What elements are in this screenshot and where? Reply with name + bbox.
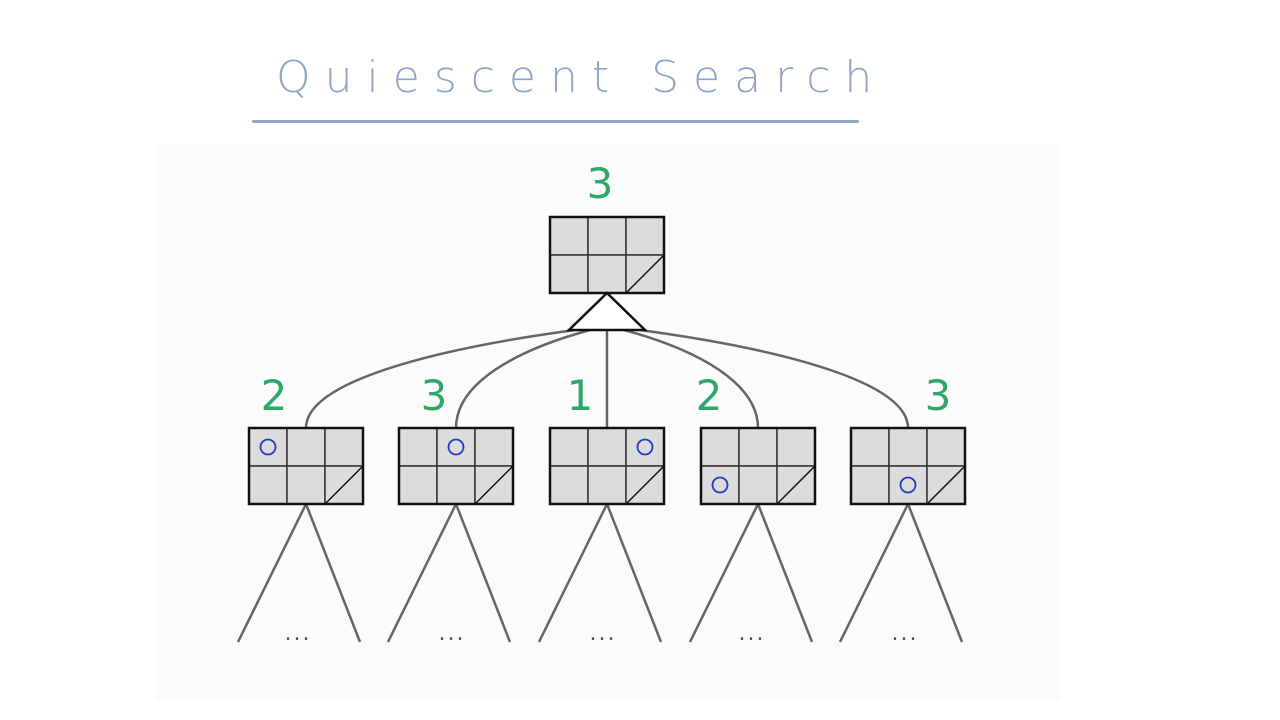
child-board (397, 426, 515, 506)
board-cell (587, 465, 627, 505)
board-cell (286, 427, 326, 467)
subtree-ellipsis: ... (285, 621, 312, 646)
board-frame (548, 426, 666, 506)
child-score: 2 (261, 371, 288, 420)
board-cell (888, 427, 928, 467)
board-cell (436, 427, 476, 467)
board-cell (248, 465, 288, 505)
board-cell (888, 465, 928, 505)
board-cell (398, 427, 438, 467)
board-cell (549, 427, 589, 467)
child-board (548, 426, 666, 506)
slide-title: Quiescent Search (276, 52, 887, 103)
child-score: 3 (925, 371, 952, 420)
child-board (849, 426, 967, 506)
board-cell (474, 427, 514, 467)
board-cell (398, 465, 438, 505)
child-score: 2 (696, 371, 723, 420)
subtree-edge-left (688, 503, 760, 643)
board-frame (699, 426, 817, 506)
subtree-edge-left (537, 503, 609, 643)
board-frame (247, 426, 365, 506)
board-cell (324, 427, 364, 467)
subtree-edge-left (838, 503, 910, 643)
blocked-cell-slash (474, 465, 514, 505)
board-cell (587, 216, 627, 256)
move-marker (259, 438, 277, 456)
tree-edge (304, 328, 576, 429)
tree-edge (639, 328, 910, 429)
max-node-triangle (565, 291, 649, 332)
board-cell (549, 465, 589, 505)
move-marker (711, 476, 729, 494)
board-cell (850, 427, 890, 467)
board-cell (286, 465, 326, 505)
board-cell (700, 427, 740, 467)
tree-edge (454, 328, 591, 429)
subtree-ellipsis: ... (739, 621, 766, 646)
board-cell (850, 465, 890, 505)
blocked-cell-slash (776, 465, 816, 505)
board-cell (436, 465, 476, 505)
board-cell (549, 254, 589, 294)
board-frame (849, 426, 967, 506)
root-board (548, 215, 666, 295)
blocked-cell-slash (625, 465, 665, 505)
blocked-cell-slash (625, 254, 665, 294)
child-board (247, 426, 365, 506)
blocked-cell-slash (324, 465, 364, 505)
subtree-ellipsis: ... (439, 621, 466, 646)
subtree-edge-right (605, 503, 663, 643)
board-cell (738, 465, 778, 505)
board-cell (700, 465, 740, 505)
board-cell (926, 427, 966, 467)
blocked-cell-slash (926, 465, 966, 505)
board-cell (587, 254, 627, 294)
board-frame (397, 426, 515, 506)
child-score: 3 (421, 371, 448, 420)
board-cell (776, 427, 816, 467)
title-underline (252, 120, 859, 123)
child-board (699, 426, 817, 506)
tree-edge (623, 328, 760, 429)
move-marker (447, 438, 465, 456)
board-cell (625, 427, 665, 467)
move-marker (899, 476, 917, 494)
subtree-edge-right (906, 503, 964, 643)
subtree-ellipsis: ... (590, 621, 617, 646)
subtree-ellipsis: ... (892, 621, 919, 646)
board-cell (248, 427, 288, 467)
subtree-edge-left (386, 503, 458, 643)
board-cell (587, 427, 627, 467)
board-cell (738, 427, 778, 467)
subtree-edge-right (454, 503, 512, 643)
root-score: 3 (587, 159, 614, 208)
board-cell (549, 216, 589, 256)
child-score: 1 (567, 371, 594, 420)
board-cell (625, 216, 665, 256)
subtree-edge-left (236, 503, 308, 643)
subtree-edge-right (756, 503, 814, 643)
subtree-edge-right (304, 503, 362, 643)
move-marker (636, 438, 654, 456)
